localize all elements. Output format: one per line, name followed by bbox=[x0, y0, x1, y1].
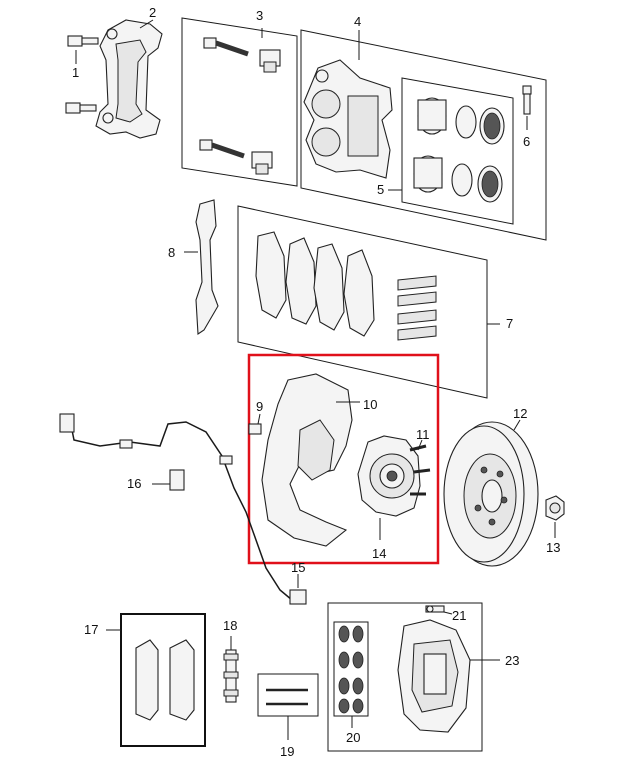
part-2-caliper-bracket[interactable] bbox=[95, 19, 163, 139]
part-3-box bbox=[181, 17, 298, 187]
highlight-box bbox=[247, 353, 440, 565]
callout-21: 21 bbox=[452, 608, 466, 623]
part-17-box bbox=[120, 613, 206, 747]
callout-10: 10 bbox=[363, 397, 377, 412]
part-8-support-bracket[interactable] bbox=[184, 199, 219, 335]
callout-12: 12 bbox=[513, 406, 527, 421]
callout-7: 7 bbox=[506, 316, 513, 331]
part-7-brake-pads[interactable] bbox=[255, 231, 500, 341]
part-20-23-box bbox=[327, 602, 483, 752]
part-14-hub-bearing[interactable] bbox=[357, 435, 421, 540]
part-7-box bbox=[237, 205, 488, 399]
callout-17: 17 bbox=[84, 622, 98, 637]
part-20-piston-set[interactable] bbox=[338, 625, 364, 728]
part-16-wheel-speed-sensor[interactable] bbox=[59, 413, 307, 605]
part-5-pistons-seals[interactable] bbox=[388, 97, 505, 203]
part-9-shield-bolt[interactable] bbox=[248, 413, 262, 435]
callout-6: 6 bbox=[523, 134, 530, 149]
callout-8: 8 bbox=[168, 245, 175, 260]
callout-23: 23 bbox=[505, 653, 519, 668]
callout-14: 14 bbox=[372, 546, 386, 561]
callout-13: 13 bbox=[546, 540, 560, 555]
callout-18: 18 bbox=[223, 618, 237, 633]
part-11-wheel-studs[interactable] bbox=[409, 439, 431, 496]
callout-16: 16 bbox=[127, 476, 141, 491]
part-17-brake-pads[interactable] bbox=[106, 629, 195, 721]
part-1-bolts[interactable] bbox=[65, 35, 99, 114]
part-6-bleeder-screw[interactable] bbox=[522, 85, 532, 130]
part-21-bleeder-kit[interactable] bbox=[425, 605, 453, 615]
callout-3: 3 bbox=[256, 8, 263, 23]
part-18-hardware-clips[interactable] bbox=[223, 636, 239, 703]
callout-19: 19 bbox=[280, 744, 294, 759]
callout-11: 11 bbox=[416, 427, 430, 442]
callout-labels: 1 2 3 4 5 6 7 8 9 10 11 12 13 14 15 16 1… bbox=[72, 5, 560, 759]
part-23-caliper-assembly[interactable] bbox=[397, 619, 500, 733]
part-20-box bbox=[333, 621, 369, 717]
part-19-box bbox=[257, 673, 319, 717]
part-12-brake-rotor[interactable] bbox=[443, 419, 539, 567]
part-13-hub-nut[interactable] bbox=[545, 495, 565, 538]
callout-1: 1 bbox=[72, 65, 79, 80]
callout-2: 2 bbox=[149, 5, 156, 20]
callout-15: 15 bbox=[291, 560, 305, 575]
callout-5: 5 bbox=[377, 182, 384, 197]
part-10-dust-shield[interactable] bbox=[261, 373, 360, 547]
part-4-caliper-housing[interactable] bbox=[303, 30, 393, 179]
callout-20: 20 bbox=[346, 730, 360, 745]
callout-9: 9 bbox=[256, 399, 263, 414]
part-5-box bbox=[401, 77, 514, 225]
part-3-guide-pins[interactable] bbox=[199, 28, 281, 175]
callout-4: 4 bbox=[354, 14, 361, 29]
part-19-pins[interactable] bbox=[266, 688, 308, 740]
part-4-box bbox=[300, 29, 547, 241]
